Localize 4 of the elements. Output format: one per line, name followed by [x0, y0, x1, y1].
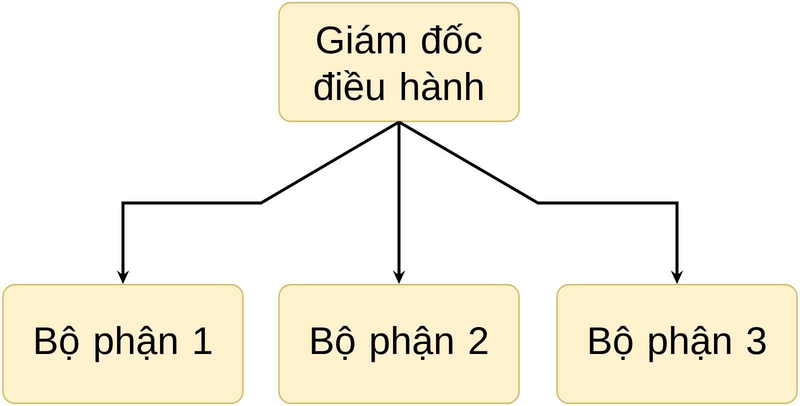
process-box: Bộ phận 1 [2, 284, 244, 404]
process-box: Giám đốc điều hành [278, 2, 520, 122]
process-box: Bộ phận 2 [278, 284, 520, 404]
process-box: Bộ phận 3 [556, 284, 798, 404]
